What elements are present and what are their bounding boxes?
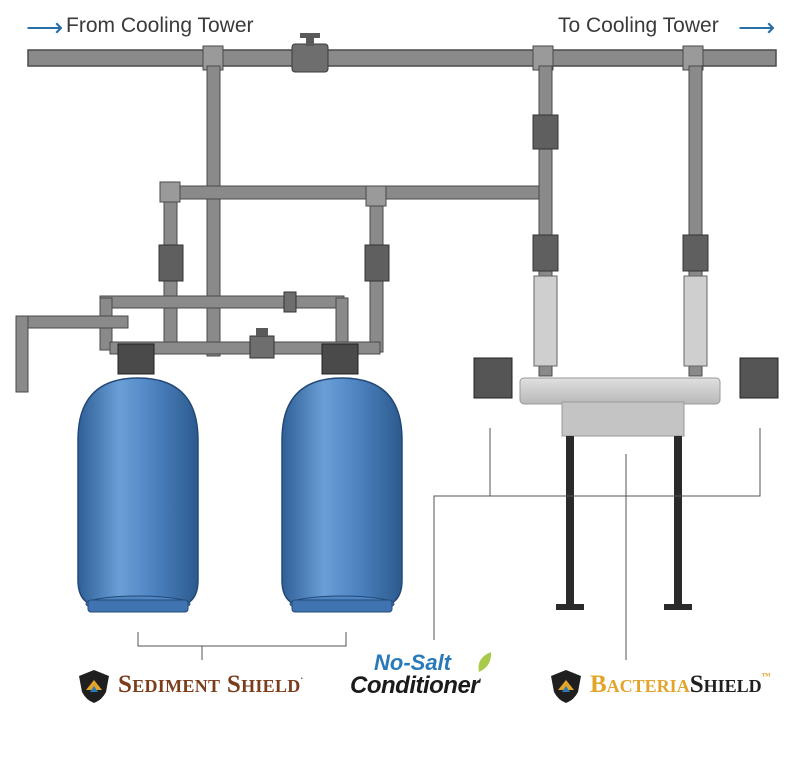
callout-lines: [137, 428, 761, 660]
no-salt-text: No-Salt: [374, 650, 451, 675]
sediment-tank-left: [77, 377, 199, 613]
uv-chamber: [473, 357, 779, 437]
to-cooling-tower-label: To Cooling Tower: [558, 14, 719, 37]
sediment-shield-text: Sediment Shield: [118, 671, 301, 698]
main-valve: [291, 33, 329, 73]
supply-drop-pipe: [206, 65, 221, 357]
bacteria-word: Bacteria: [590, 671, 690, 698]
uv-controller-left: [473, 357, 513, 399]
shield-word: Shield: [689, 671, 762, 698]
shield-logo-icon: [79, 670, 109, 703]
sediment-shield-name: Sediment Shield.: [118, 671, 303, 699]
bacteria-shield-name: BacteriaShield™: [590, 671, 771, 699]
uv-inlet-pipes: [532, 65, 709, 377]
shield-logo-icon: [551, 670, 581, 703]
tank-manifold: [15, 291, 381, 393]
from-cooling-tower-label: From Cooling Tower: [66, 14, 254, 37]
tank-head-right: [321, 343, 359, 375]
union-fittings: [158, 244, 390, 282]
main-header-pipe: [27, 45, 777, 71]
sediment-shield-logo: Sediment Shield.: [76, 668, 303, 709]
sediment-tank-right: [281, 377, 403, 613]
conditioner-text: Conditioner.: [350, 672, 482, 700]
conditioner-word: Conditioner: [350, 672, 480, 699]
bacteria-shield-logo: BacteriaShield™: [548, 668, 771, 709]
conditioner-mark: .: [479, 672, 482, 682]
uv-stand: [556, 436, 692, 610]
bacteria-trademark: ™: [761, 671, 771, 681]
leaf-icon: [478, 652, 492, 672]
arrow-right-icon: ⟶: [738, 12, 776, 42]
sediment-shield-mark: .: [300, 671, 304, 681]
uv-controller-right: [739, 357, 779, 399]
tank-head-left: [117, 343, 155, 375]
arrow-right-icon: ⟶: [26, 12, 64, 42]
